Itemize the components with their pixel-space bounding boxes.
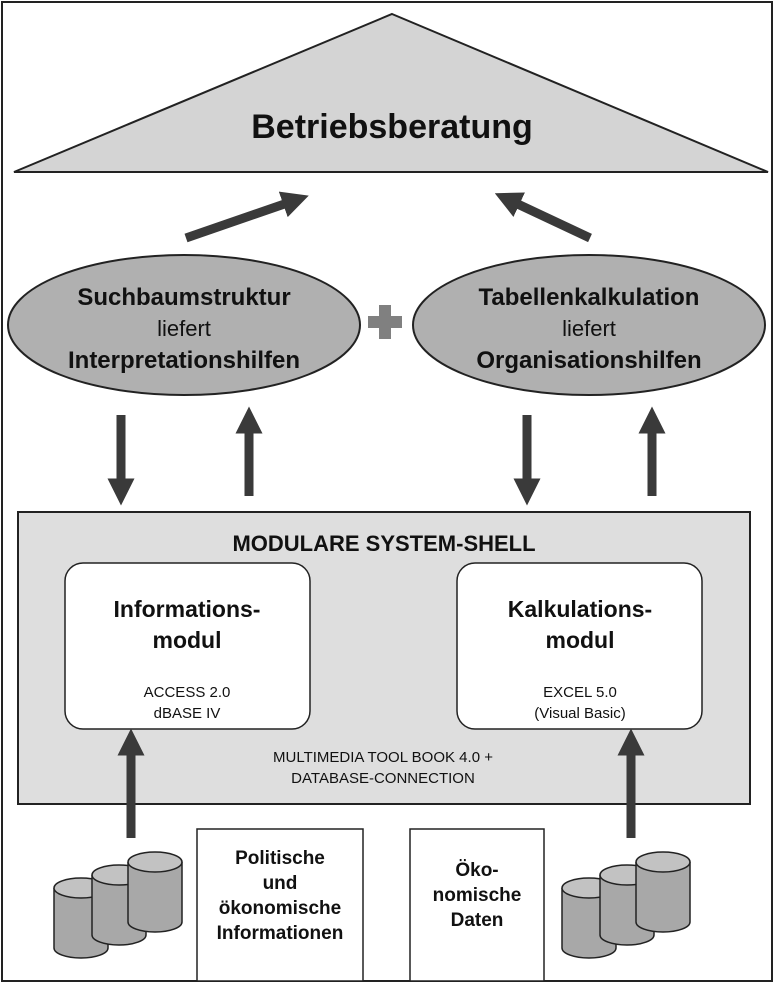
calc-module-box xyxy=(456,562,703,730)
roof-title: Betriebsberatung xyxy=(251,108,533,146)
info-module-sub1: ACCESS 2.0 xyxy=(144,684,231,701)
calc-module-title2: modul xyxy=(546,627,615,653)
source-left-box xyxy=(196,828,364,982)
arrow-left-to-roof xyxy=(184,191,309,243)
right-ellipse-line2: liefert xyxy=(562,316,616,341)
source-left-line4: Informationen xyxy=(217,923,344,944)
source-right-line2: nomische xyxy=(433,885,522,906)
calc-module-sub2: (Visual Basic) xyxy=(534,705,625,722)
source-right-line3: Daten xyxy=(451,910,504,931)
source-left-line2: und xyxy=(263,873,298,894)
database-icon-right xyxy=(561,851,691,959)
database-icon-left xyxy=(53,851,183,959)
shell-footer-line1: MULTIMEDIA TOOL BOOK 4.0 + xyxy=(273,749,493,766)
source-right-box xyxy=(409,828,545,982)
calc-module-title1: Kalkulations- xyxy=(508,596,652,622)
calc-module-sub1: EXCEL 5.0 xyxy=(543,684,617,701)
arrow-right-to-roof xyxy=(494,192,592,243)
right-ellipse-line1: Tabellenkalkulation xyxy=(479,284,700,311)
roof-triangle xyxy=(13,12,769,173)
shell-footer-line2: DATABASE-CONNECTION xyxy=(291,770,475,787)
left-ellipse xyxy=(7,254,361,396)
left-ellipse-line1: Suchbaumstruktur xyxy=(77,284,290,311)
info-module-sub2: dBASE IV xyxy=(154,705,221,722)
right-ellipse-line3: Organisationshilfen xyxy=(476,347,701,374)
source-left-line3: ökonomische xyxy=(219,898,341,919)
source-left-line1: Politische xyxy=(235,848,325,869)
left-ellipse-line2: liefert xyxy=(157,316,211,341)
source-right-line1: Öko- xyxy=(455,860,498,881)
info-module-title1: Informations- xyxy=(114,596,261,622)
info-module-title2: modul xyxy=(153,627,222,653)
left-ellipse-line3: Interpretationshilfen xyxy=(68,347,300,374)
right-ellipse xyxy=(412,254,766,396)
plus-icon xyxy=(368,305,402,339)
shell-title: MODULARE SYSTEM-SHELL xyxy=(232,531,535,556)
info-module-box xyxy=(64,562,311,730)
